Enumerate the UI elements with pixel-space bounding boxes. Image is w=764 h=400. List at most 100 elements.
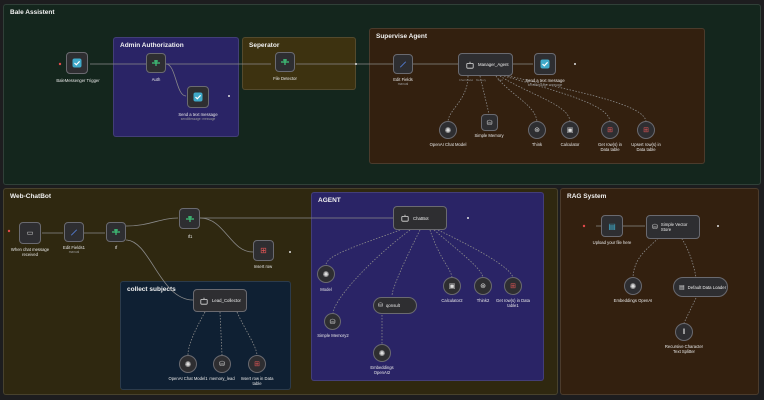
database-icon: ⛁ xyxy=(329,318,336,326)
auth-label: Auth xyxy=(151,77,161,82)
upload-file-label: Upload your file here xyxy=(592,240,632,245)
table-icon: ⊞ xyxy=(643,127,649,134)
upsert-rows-node[interactable]: ⊞ xyxy=(637,121,655,139)
send-text-super-label: Send a text message xyxy=(525,78,565,83)
openai-icon: ✺ xyxy=(629,281,637,291)
document-icon: ▤ xyxy=(679,284,685,291)
upload-file-node[interactable]: ▤ xyxy=(601,215,623,237)
calculator-icon: ▣ xyxy=(566,127,574,134)
openai-chat1-node[interactable]: ✺ xyxy=(179,355,197,373)
send-text-admin-node[interactable] xyxy=(187,86,209,108)
group-seperator: Seperator xyxy=(242,37,356,90)
port-memory: Memory xyxy=(475,78,487,82)
embeddings-openai2-node[interactable]: ✺ xyxy=(373,344,391,362)
insert-row-data-label: Insert row in Data table xyxy=(240,376,274,386)
lead-collector-label: Lead_Collector xyxy=(212,298,241,303)
calculator-label: Calculator xyxy=(560,142,580,147)
think2-label: Think2 xyxy=(476,298,490,303)
default-loader-node[interactable]: ▤ Default Data Loader xyxy=(673,277,728,297)
chatbot-node[interactable]: ChatBot xyxy=(393,206,447,230)
group-title: Bale Assistent xyxy=(10,9,55,16)
group-admin-authorization: Admin Authorization xyxy=(113,37,239,137)
group-title: RAG System xyxy=(567,193,607,200)
calculator2-label: Calculator2 xyxy=(441,298,463,303)
send-text-super-node[interactable] xyxy=(534,53,556,75)
qonsult-label: qonsult xyxy=(386,303,400,308)
memory-lead-node[interactable]: ⛁ xyxy=(213,355,231,373)
embeddings-openai-label: Embeddings OpenAI xyxy=(613,298,653,303)
manager-agent-node[interactable]: Manager_Agent xyxy=(458,53,513,76)
send-text-admin-sub: sendMessage: message xyxy=(180,117,216,121)
table-icon: ⊞ xyxy=(510,283,516,290)
if-label: If xyxy=(114,245,118,250)
text-splitter-label: Recursive Character Text Splitter xyxy=(664,344,704,354)
splitter-icon: ‖ xyxy=(682,328,686,336)
database-icon: ⛁ xyxy=(486,119,493,127)
port-chat-model: Chat Model xyxy=(458,78,474,82)
robot-icon xyxy=(400,213,410,223)
insert-row-label: Insert row xyxy=(253,264,273,269)
database-icon: ⛁ xyxy=(652,224,658,231)
qonsult-node[interactable]: ⛁ qonsult xyxy=(373,297,417,314)
edit-fields1-node[interactable] xyxy=(64,222,84,242)
simple-memory-node[interactable]: ⛁ xyxy=(481,114,498,131)
model-node[interactable]: ✺ xyxy=(317,265,335,283)
calculator-node[interactable]: ▣ xyxy=(561,121,579,139)
openai-icon: ✺ xyxy=(322,269,330,279)
table-icon: ⊞ xyxy=(260,246,267,255)
embeddings-openai2-label: Embeddings OpenAI2 xyxy=(370,365,394,375)
get-rows-label: Get row(s) in Data table xyxy=(598,142,622,152)
openai-chat1-label: OpenAI Chat Model1 xyxy=(168,376,208,381)
bale-trigger-node[interactable] xyxy=(66,52,88,74)
if1-node[interactable] xyxy=(179,208,200,229)
think-label: Think xyxy=(531,142,543,147)
get-rows1-node[interactable]: ⊞ xyxy=(504,277,522,295)
port-tool: Tool xyxy=(497,78,503,82)
robot-icon xyxy=(465,60,475,70)
group-title: collect subjects xyxy=(127,286,176,293)
lead-collector-node[interactable]: Lead_Collector xyxy=(193,289,247,312)
bale-trigger-label: BaleMessenger Trigger xyxy=(56,78,100,83)
get-rows-node[interactable]: ⊞ xyxy=(601,121,619,139)
think2-node[interactable]: ⊛ xyxy=(474,277,492,295)
upload-icon: ▤ xyxy=(608,221,616,231)
openai-icon: ✺ xyxy=(444,125,452,135)
file-detector-node[interactable] xyxy=(275,52,295,72)
group-supervise-agent: Supervise Agent xyxy=(369,28,705,164)
send-text-admin-label: Send a text message xyxy=(178,112,218,117)
bale-check-icon xyxy=(72,58,82,68)
edit-fields-node[interactable] xyxy=(393,54,413,74)
switch-icon xyxy=(185,214,195,224)
think-icon: ⊛ xyxy=(534,127,540,134)
upsert-rows-label: Upsert row(s) in Data table xyxy=(631,142,661,152)
simple-memory-label: Simple Memory xyxy=(474,133,504,138)
calculator-icon: ▣ xyxy=(448,283,456,290)
pencil-icon xyxy=(398,59,408,69)
think-node[interactable]: ⊛ xyxy=(528,121,546,139)
edit-fields-sub: manual xyxy=(397,82,409,86)
simple-memory2-node[interactable]: ⛁ xyxy=(324,313,341,330)
send-text-super-sub: sendMessage: message xyxy=(527,83,563,87)
model-label: Model xyxy=(320,287,332,292)
file-detector-label: File Detector xyxy=(273,76,297,81)
openai-icon: ✺ xyxy=(378,348,386,358)
group-title: Admin Authorization xyxy=(120,42,184,49)
group-title: Supervise Agent xyxy=(376,33,428,40)
if-node[interactable] xyxy=(106,222,126,242)
openai-chat-node[interactable]: ✺ xyxy=(439,121,457,139)
insert-row-data-node[interactable]: ⊞ xyxy=(248,355,266,373)
edit-fields-label: Edit Fields xyxy=(393,77,413,82)
text-splitter-node[interactable]: ‖ xyxy=(675,323,693,341)
calculator2-node[interactable]: ▣ xyxy=(443,277,461,295)
bale-check-icon xyxy=(540,59,550,69)
embeddings-openai-node[interactable]: ✺ xyxy=(624,277,642,295)
insert-row-node[interactable]: ⊞ xyxy=(253,240,274,261)
vector-store-node[interactable]: ⛁ Simple Vector Store xyxy=(646,215,700,239)
auth-node[interactable] xyxy=(146,53,166,73)
switch-icon xyxy=(151,58,161,68)
get-rows1-label: Get row(s) in Data table1 xyxy=(496,298,530,308)
chat-received-node[interactable]: ▭ xyxy=(19,222,41,244)
switch-icon xyxy=(111,227,121,237)
edit-fields1-sub: manual xyxy=(68,250,80,254)
